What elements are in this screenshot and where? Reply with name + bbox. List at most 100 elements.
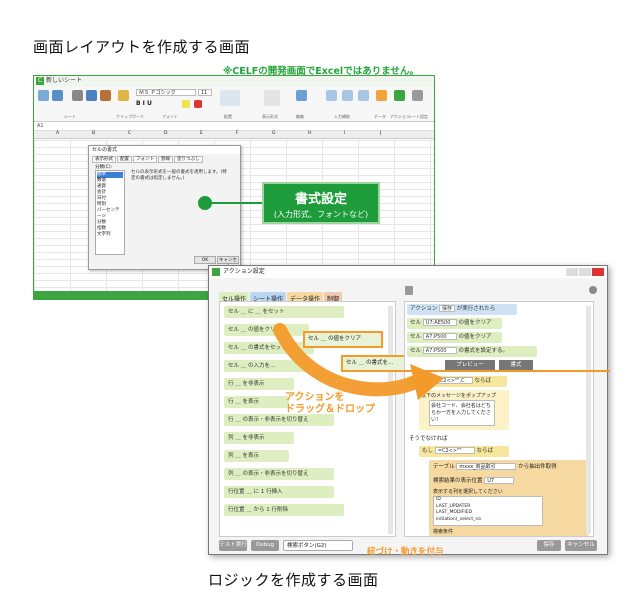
list-item[interactable]: 会計 [97,190,106,195]
table-label: テーブル [433,464,455,470]
number-format-icon[interactable] [264,90,280,106]
print-icon[interactable] [86,90,97,101]
edit-icon[interactable] [296,90,307,101]
search-position-field[interactable]: U7 [484,477,515,484]
list-item[interactable]: 通貨 [97,184,106,189]
action-block[interactable]: 行位置 ＿ に 1 行挿入 [224,486,334,498]
spreadsheet-title: 新しいシート [46,77,83,84]
tab-border[interactable]: 罫線 [158,156,173,163]
palette-scrollbar[interactable] [388,306,393,534]
sheet-icon[interactable] [38,90,49,101]
font-color-icon[interactable] [194,100,202,108]
name-box[interactable]: A1 [37,123,44,129]
column-header[interactable]: H [308,131,312,136]
save-button[interactable]: 保存 [537,540,561,551]
list-item[interactable]: 日付 [97,196,106,201]
data-icon[interactable] [376,90,387,101]
action-block[interactable]: 列 ＿ を非表示 [224,432,294,444]
column-header[interactable]: E [200,131,203,136]
action-block[interactable]: 行 ＿ の表示・非表示を切り替え [224,414,334,426]
debug-button[interactable]: Debug [251,540,279,551]
column-option[interactable]: initiation(_select_no [436,516,481,522]
test-run-button[interactable]: テスト実行 [219,540,247,551]
font-size-select[interactable]: 11 [198,89,212,96]
column-header[interactable]: B [92,131,96,136]
tab-fill[interactable]: 塗りつぶし [174,156,203,163]
trash-icon[interactable] [405,286,413,295]
column-header[interactable]: F [236,131,239,136]
dragged-block[interactable]: セル ＿ の書式を… [341,355,423,372]
gear-icon[interactable] [589,286,597,294]
minimize-icon[interactable] [566,268,578,276]
tab-font[interactable]: フォント [133,156,157,163]
trigger-block[interactable]: アクション 保存 が実行されたら [407,304,517,315]
undo-icon[interactable] [100,90,111,101]
save-icon[interactable] [52,90,63,101]
list-item[interactable]: 指数 [97,226,106,231]
column-list[interactable]: ID LAST_UPDATER LAST_MODIFIED initiation… [433,496,543,526]
action-row[interactable]: セル A7:P500 の書式を設定する。 [407,346,537,357]
list-item[interactable]: パーセンテージ [97,208,120,219]
list-icon[interactable] [358,90,369,101]
action-block[interactable]: 列 ＿ の表示・非表示を切り替え [224,468,334,480]
if-prefix: もし [422,448,434,454]
tab-alignment[interactable]: 配置 [117,156,132,163]
canvas-scrollbar[interactable] [586,306,591,534]
if-condition-field[interactable]: =C2<>"" [434,447,475,454]
trigger-label: アクション [410,306,438,312]
column-header[interactable]: G [272,131,276,136]
align-icon[interactable] [220,90,240,106]
column-option[interactable]: LAST_UPDATER [436,503,471,509]
row-label: セル [410,320,422,326]
preview-button[interactable]: プレビュー [445,360,495,370]
list-item[interactable]: 時刻 [97,202,106,207]
column-option[interactable]: ID [436,497,441,502]
action-icon[interactable] [394,90,405,101]
input-assist-icon[interactable] [326,90,337,101]
close-icon[interactable] [592,268,604,276]
table-block[interactable]: テーブル mxxx_商品取引 から抽出件取得 検索結果の表示位置 U7 表示する… [429,460,589,536]
action-window-title: アクション設定 [223,268,265,275]
action-row[interactable]: セル A7:P500 の値をクリア [407,332,502,343]
column-header[interactable]: C [128,131,132,136]
column-header[interactable]: J [380,131,382,136]
column-header[interactable]: D [164,131,168,136]
cancel-button[interactable]: キャンセル [217,256,239,270]
action-block[interactable]: セル ＿ の入力を… [224,360,314,372]
list-item[interactable]: 標準 [97,172,123,178]
action-block[interactable]: 列 ＿ を表示 [224,450,289,462]
maximize-icon[interactable] [579,268,591,276]
list-item[interactable]: 文字列 [97,232,111,237]
category-list[interactable]: 標準 数値 通貨 会計 日付 時刻 パーセンテージ 分数 指数 文字列 [95,170,125,255]
button-select[interactable]: 検索ボタン(G2) [283,540,353,551]
formula-bar[interactable]: A1 [34,122,434,131]
dragged-block[interactable]: セル ＿ の値をクリア [303,331,383,348]
bold-button[interactable]: B I U [136,100,152,107]
if-block[interactable]: もし =C2<>"" ならば [419,446,509,457]
list-item[interactable]: 分数 [97,220,106,225]
cancel-button[interactable]: キャンセル [565,540,597,551]
trigger-field[interactable]: 保存 [438,305,455,312]
table-select[interactable]: mxxx_商品取引 [456,463,517,470]
column-option[interactable]: LAST_MODIFIED [436,510,472,515]
action-block[interactable]: 行位置 ＿ から 1 行削除 [224,504,344,516]
popup-label: 以下のメッセージをポップアップ [421,393,496,399]
sheet-settings-icon[interactable] [412,90,423,101]
copy-icon[interactable] [72,90,83,101]
fill-color-icon[interactable] [182,100,190,108]
paste-icon[interactable] [118,90,129,101]
action-block[interactable]: セル ＿ に ＿ をセット [224,306,344,318]
column-header[interactable]: A [56,131,60,136]
ok-button[interactable]: OK [194,256,216,264]
checkbox-icon[interactable] [342,90,353,101]
font-name-select[interactable]: ＭＳ Ｐゴシック [136,89,196,96]
popup-message-field[interactable]: 会社コード、会社名はどちらか一方を入力してください！ [429,400,495,426]
tab-number-format[interactable]: 表示形式 [92,156,116,163]
column-header[interactable]: I [344,131,346,136]
list-item[interactable]: 数値 [97,178,106,183]
action-row[interactable]: セル U7:AE500 の値をクリア [407,318,502,329]
popup-block[interactable]: 以下のメッセージをポップアップ 会社コード、会社名はどちらか一方を入力してくださ… [419,390,509,430]
format-button[interactable]: 書式 [499,360,533,370]
action-block[interactable]: 行 ＿ を表示 [224,396,289,408]
action-block[interactable]: 行 ＿ を非表示 [224,378,294,390]
